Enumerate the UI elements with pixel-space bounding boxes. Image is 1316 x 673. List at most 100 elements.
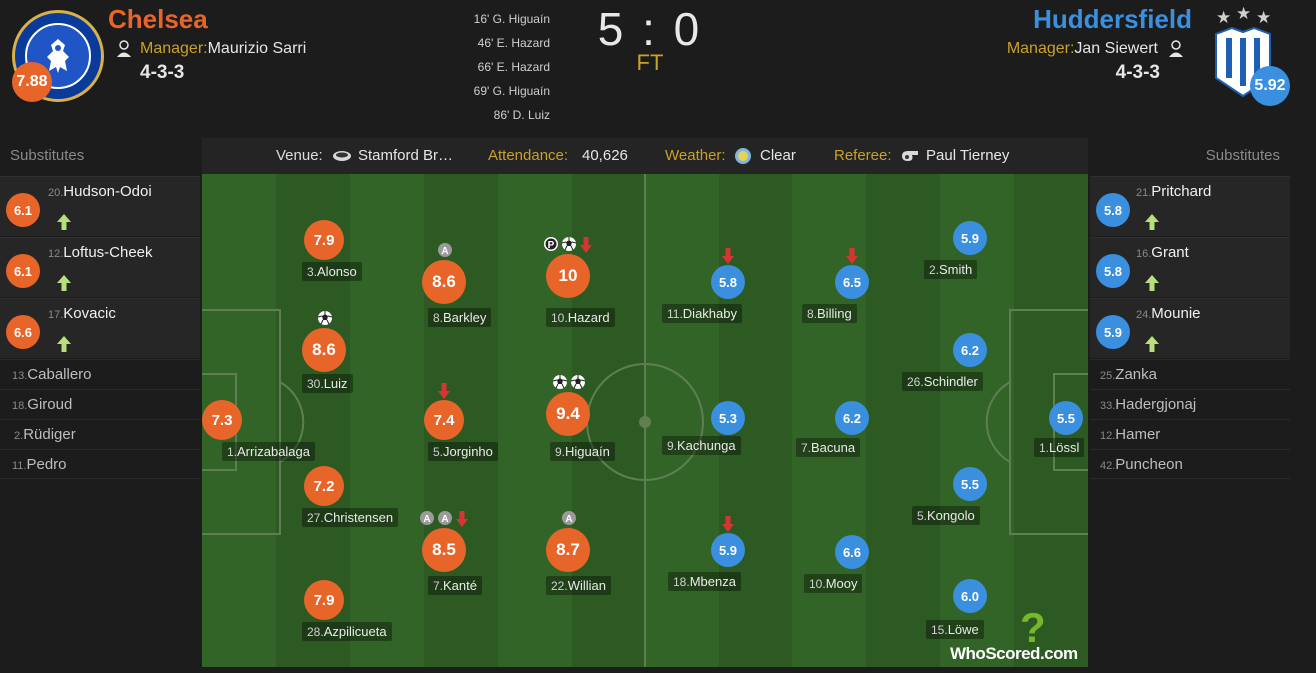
sub-name[interactable]: Hadergjonaj	[1115, 396, 1197, 413]
home-player-rating[interactable]: 7.3	[202, 400, 242, 440]
sub-rating: 6.6	[6, 315, 40, 349]
home-manager-name[interactable]: Maurizio Sarri	[207, 40, 307, 57]
home-sub-used[interactable]: 6.1 20.Hudson-Odoi	[0, 176, 200, 236]
away-player-name[interactable]: 18.Mbenza	[668, 572, 741, 591]
penalty-goal-icon: P	[543, 236, 559, 257]
home-sub-unused[interactable]: 13.Caballero	[0, 359, 200, 389]
svg-text:A: A	[565, 514, 572, 525]
away-sub-used[interactable]: 5.9 24.Mounie	[1090, 298, 1290, 358]
home-player-rating[interactable]: 7.4	[424, 400, 464, 440]
sub-rating: 5.9	[1096, 315, 1130, 349]
home-player-rating[interactable]: 8.7	[546, 528, 590, 572]
home-player-rating[interactable]: 9.4	[546, 392, 590, 436]
away-player-name[interactable]: 7.Bacuna	[796, 438, 861, 457]
sub-name[interactable]: Hudson-Odoi	[63, 183, 152, 200]
sub-name[interactable]: Mounie	[1151, 305, 1201, 322]
away-sub-unused[interactable]: 33.Hadergjonaj	[1090, 389, 1290, 419]
home-player-rating[interactable]: 8.5	[422, 528, 466, 572]
away-sub-used[interactable]: 5.8 16.Grant	[1090, 237, 1290, 297]
home-sub-unused[interactable]: 18.Giroud	[0, 389, 200, 419]
sub-name[interactable]: Caballero	[27, 366, 92, 383]
away-player-name[interactable]: 8.Billing	[802, 304, 857, 323]
home-player-name[interactable]: 5.Jorginho	[428, 442, 498, 461]
away-player-rating[interactable]: 5.5	[953, 467, 987, 501]
referee-name[interactable]: Paul Tierney	[926, 147, 1010, 164]
assist-icon: A	[437, 510, 453, 531]
away-player-name[interactable]: 1.Lössl	[1034, 438, 1085, 457]
home-player-name[interactable]: 10.Hazard	[546, 308, 615, 327]
home-player-name[interactable]: 27.Christensen	[302, 508, 399, 527]
home-player-rating[interactable]: 10	[546, 254, 590, 298]
player-number: 22.	[551, 579, 568, 593]
sub-name[interactable]: Zanka	[1115, 366, 1157, 383]
home-player-rating[interactable]: 7.9	[304, 580, 344, 620]
home-sub-used[interactable]: 6.1 12.Loftus-Cheek	[0, 237, 200, 297]
sub-name[interactable]: Kovacic	[63, 305, 116, 322]
weather-value: Clear	[760, 147, 796, 164]
goal-event: 46' E. Hazard	[477, 36, 550, 50]
away-player-rating[interactable]: 6.2	[835, 401, 869, 435]
sub-name[interactable]: Pritchard	[1151, 183, 1212, 200]
home-player-name[interactable]: 1.Arrizabalaga	[222, 442, 316, 461]
sub-name[interactable]: Pedro	[26, 456, 67, 473]
goal-event: 16' G. Higuaín	[473, 12, 550, 26]
away-player-name[interactable]: 10.Mooy	[804, 574, 863, 593]
home-player-rating[interactable]: 7.9	[304, 220, 344, 260]
home-player-name[interactable]: 9.Higuaín	[550, 442, 615, 461]
home-player-rating[interactable]: 8.6	[302, 328, 346, 372]
away-player-rating[interactable]: 6.6	[835, 535, 869, 569]
player-number: 7.	[801, 441, 812, 455]
sub-off-arrow-icon	[579, 236, 593, 259]
away-player-rating[interactable]: 5.3	[711, 401, 745, 435]
away-player-rating[interactable]: 5.9	[953, 221, 987, 255]
sub-name[interactable]: Grant	[1151, 244, 1189, 261]
away-player-name[interactable]: 5.Kongolo	[912, 506, 980, 525]
home-player-rating[interactable]: 8.6	[422, 260, 466, 304]
away-team-name[interactable]: Huddersfield	[1033, 4, 1192, 34]
away-player-name[interactable]: 26.Schindler	[902, 372, 983, 391]
away-player-name[interactable]: 9.Kachunga	[662, 436, 741, 455]
player-number: 5.	[917, 509, 928, 523]
home-team-name[interactable]: Chelsea	[108, 4, 208, 34]
ball-icon	[561, 236, 577, 257]
sub-number: 17.	[48, 309, 64, 321]
venue-name[interactable]: Stamford Br…	[358, 147, 454, 164]
home-player-name[interactable]: 22.Willian	[546, 576, 611, 595]
home-player-name[interactable]: 7.Kanté	[428, 576, 482, 595]
home-sub-unused[interactable]: 2.Rüdiger	[0, 419, 200, 449]
sub-name[interactable]: Hamer	[1115, 426, 1161, 443]
player-name-text: Lössl	[1049, 440, 1080, 455]
sub-name[interactable]: Rüdiger	[23, 426, 76, 443]
svg-text:P: P	[548, 240, 555, 251]
away-player-name[interactable]: 11.Diakhaby	[662, 304, 742, 323]
away-manager-name[interactable]: Jan Siewert	[1074, 40, 1158, 57]
sub-name[interactable]: Loftus-Cheek	[63, 244, 153, 261]
home-player-name[interactable]: 8.Barkley	[428, 308, 492, 327]
away-player-rating[interactable]: 6.5	[835, 265, 869, 299]
goal-event: 66' E. Hazard	[477, 60, 550, 74]
away-player-rating[interactable]: 5.5	[1049, 401, 1083, 435]
sub-name[interactable]: Puncheon	[1115, 456, 1183, 473]
away-player-name[interactable]: 15.Löwe	[926, 620, 984, 639]
home-player-name[interactable]: 30.Luiz	[302, 374, 353, 393]
away-player-rating[interactable]: 5.8	[711, 265, 745, 299]
svg-text:A: A	[423, 514, 430, 525]
home-player-rating[interactable]: 7.2	[304, 466, 344, 506]
away-sub-unused[interactable]: 12.Hamer	[1090, 419, 1290, 449]
sub-rating: 5.8	[1096, 193, 1130, 227]
away-sub-used[interactable]: 5.8 21.Pritchard	[1090, 176, 1290, 236]
match-info-bar: Venue: Stamford Br… Attendance: 40,626 W…	[202, 138, 1088, 174]
away-player-name[interactable]: 2.Smith	[924, 260, 978, 279]
home-sub-used[interactable]: 6.6 17.Kovacic	[0, 298, 200, 358]
away-sub-unused[interactable]: 42.Puncheon	[1090, 449, 1290, 479]
home-player-name[interactable]: 28.Azpilicueta	[302, 622, 392, 641]
away-player-rating[interactable]: 6.2	[953, 333, 987, 367]
whoscored-logo[interactable]: ? WhoScored.com	[950, 604, 1078, 664]
home-player-name[interactable]: 3.Alonso	[302, 262, 362, 281]
away-sub-unused[interactable]: 25.Zanka	[1090, 359, 1290, 389]
sub-name[interactable]: Giroud	[27, 396, 73, 413]
match-header: 7.88 Chelsea Manager:Maurizio Sarri 4-3-…	[0, 0, 1316, 138]
away-player-rating[interactable]: 6.0	[953, 579, 987, 613]
home-sub-unused[interactable]: 11.Pedro	[0, 449, 200, 479]
away-player-rating[interactable]: 5.9	[711, 533, 745, 567]
